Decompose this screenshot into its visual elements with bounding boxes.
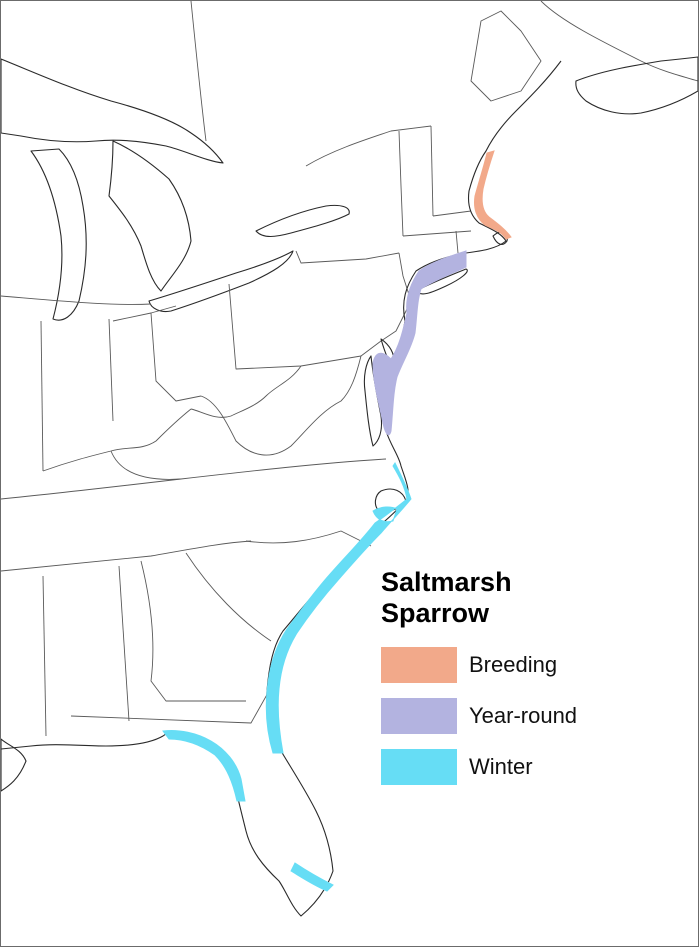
legend-title: Saltmarsh Sparrow xyxy=(381,567,681,629)
legend-item-breeding: Breeding xyxy=(381,647,681,683)
legend-item-year-round: Year-round xyxy=(381,698,681,734)
range-layers xyxy=(162,150,512,892)
year-round-range xyxy=(372,250,467,436)
lake-huron xyxy=(108,140,192,292)
lake-ontario xyxy=(255,204,350,238)
legend-label-year-round: Year-round xyxy=(469,703,578,728)
map-legend: Saltmarsh Sparrow Breeding Year-round Wi… xyxy=(381,567,681,800)
lake-michigan xyxy=(30,148,87,321)
state-borders xyxy=(1,1,698,737)
long-island xyxy=(415,268,468,295)
winter-range xyxy=(162,462,412,892)
legend-title-line2: Sparrow xyxy=(381,598,490,628)
nova-scotia xyxy=(575,56,698,115)
breeding-swatch xyxy=(381,647,457,683)
year-round-swatch xyxy=(381,698,457,734)
legend-item-winter: Winter xyxy=(381,749,681,785)
legend-label-winter: Winter xyxy=(469,754,533,779)
lake-erie xyxy=(148,250,294,313)
legend-label-breeding: Breeding xyxy=(469,652,558,677)
winter-swatch xyxy=(381,749,457,785)
great-lakes xyxy=(1,58,350,321)
lake-superior xyxy=(1,58,224,164)
legend-title-line1: Saltmarsh xyxy=(381,567,512,597)
breeding-range xyxy=(474,150,512,240)
mobile-bay xyxy=(1,738,27,792)
